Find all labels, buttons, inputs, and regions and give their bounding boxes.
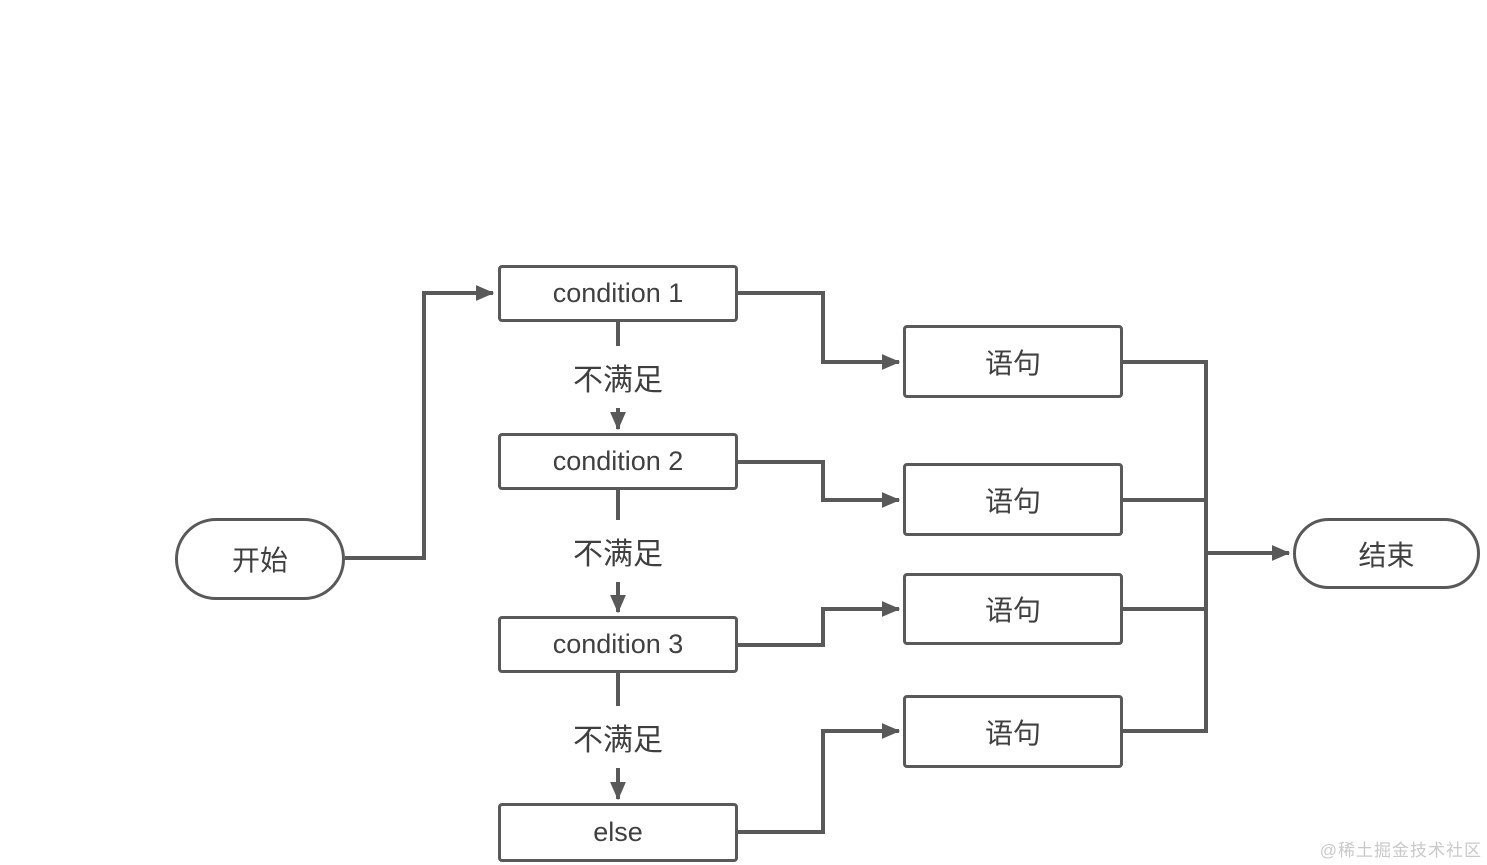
edge-condition2-to-statement2 [738, 460, 901, 508]
juejin-watermark: @稀土掘金技术社区 [1319, 841, 1482, 860]
node-statement-2: 语句 [903, 463, 1123, 536]
node-condition-1: condition 1 [498, 265, 738, 322]
edge-condition1-to-statement1 [738, 291, 901, 370]
node-statement-1: 语句 [903, 325, 1123, 398]
node-condition-3: condition 3 [498, 616, 738, 673]
edge-condition3-to-statement3 [738, 601, 901, 647]
edge-label-not-satisfied-1: 不满足 [559, 346, 677, 408]
edge-else-to-statement4 [738, 723, 901, 834]
node-end: 结束 [1293, 518, 1480, 589]
node-else: else [498, 803, 738, 862]
edge-label-not-satisfied-3: 不满足 [559, 706, 677, 768]
node-statement-3: 语句 [903, 573, 1123, 645]
edge-label-not-satisfied-2: 不满足 [559, 520, 677, 582]
node-start: 开始 [175, 518, 345, 600]
edge-start-to-condition1 [345, 285, 495, 560]
node-statement-4: 语句 [903, 695, 1123, 768]
node-condition-2: condition 2 [498, 433, 738, 490]
